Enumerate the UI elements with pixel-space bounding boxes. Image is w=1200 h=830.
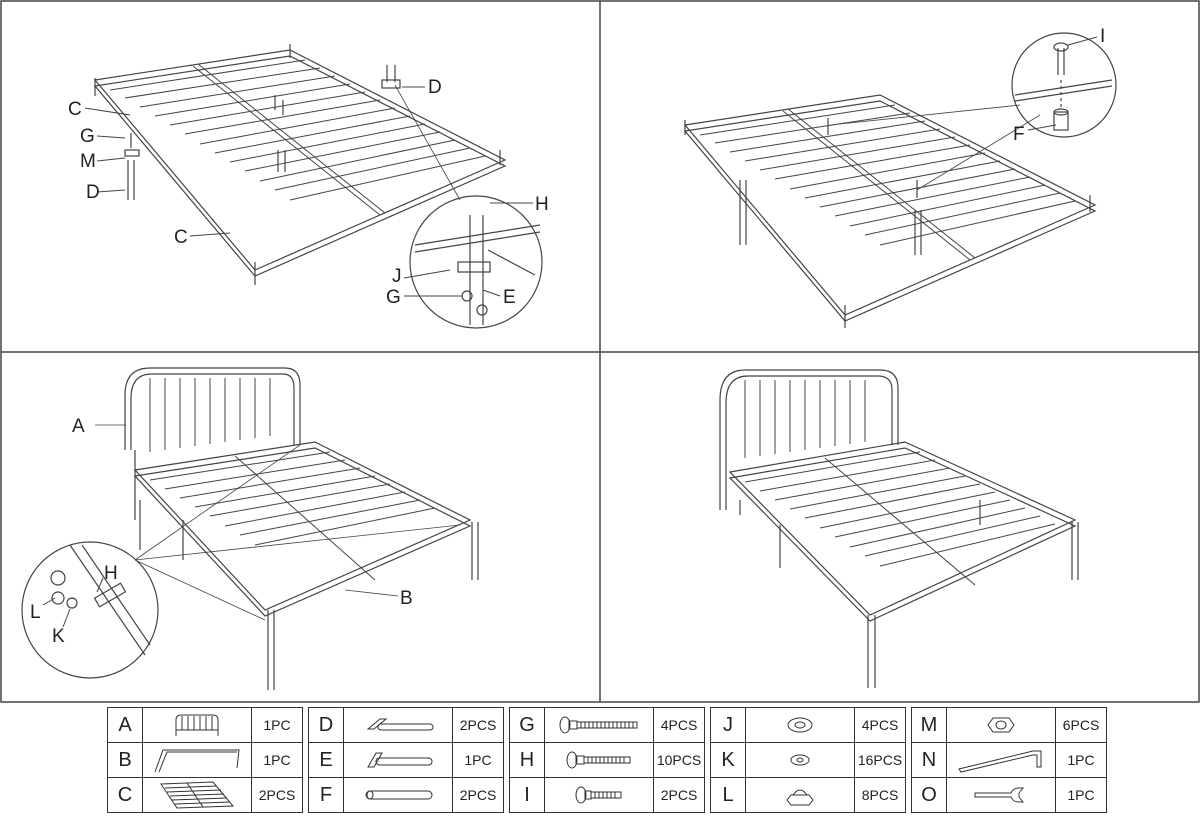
slat-bracket-icon [343, 742, 453, 778]
step1-label-c-top: C [68, 99, 82, 120]
part-letter: J [710, 707, 746, 743]
parts-list-table: A 1PC D 2PCS G 4PCS J 4PCS M 6PCS B [107, 707, 1107, 813]
part-letter: G [509, 707, 545, 743]
step1-label-d-left: D [86, 182, 100, 203]
part-letter: N [911, 742, 947, 778]
part-letter: F [308, 777, 344, 813]
part-letter: A [107, 707, 143, 743]
cap-nut-icon [745, 777, 855, 813]
part-quantity: 6PCS [1055, 707, 1107, 743]
parts-row: A 1PC D 2PCS G 4PCS J 4PCS M 6PCS [107, 707, 1107, 743]
small-washer-icon [745, 742, 855, 778]
step1-label-h: H [535, 194, 549, 215]
step2-label-i: I [1100, 26, 1105, 47]
part-letter: K [710, 742, 746, 778]
parts-row: C 2PCS F 2PCS I 2PCS L 8PCS O 1PC [107, 777, 1107, 813]
long-bolt-icon [544, 707, 654, 743]
slat-frame-icon [142, 777, 252, 813]
step1-detail-circle [409, 195, 543, 329]
flat-washer-icon [745, 707, 855, 743]
part-letter: D [308, 707, 344, 743]
short-bolt-icon [544, 777, 654, 813]
part-letter: B [107, 742, 143, 778]
part-letter: C [107, 777, 143, 813]
medium-bolt-icon [544, 742, 654, 778]
step1-label-m: M [80, 151, 96, 172]
part-letter: L [710, 777, 746, 813]
step2-frame [683, 94, 1097, 328]
support-leg-icon [343, 777, 453, 813]
allen-key-icon [946, 742, 1056, 778]
step1-label-c-bottom: C [174, 227, 188, 248]
part-quantity: 2PCS [251, 777, 303, 813]
part-letter: M [911, 707, 947, 743]
part-quantity: 2PCS [452, 707, 504, 743]
step3-label-b: B [400, 588, 413, 609]
part-quantity: 1PC [251, 742, 303, 778]
wrench-icon [946, 777, 1056, 813]
hex-nut-icon [946, 707, 1056, 743]
step2-detail-circle [1011, 32, 1117, 138]
part-letter: O [911, 777, 947, 813]
part-quantity: 10PCS [653, 742, 705, 778]
part-quantity: 4PCS [653, 707, 705, 743]
part-quantity: 8PCS [854, 777, 906, 813]
step1-label-j: J [392, 266, 402, 287]
part-quantity: 1PC [452, 742, 504, 778]
assembly-diagram: C G M D D C H J G E [0, 0, 1200, 703]
step1-label-d-right: D [428, 77, 442, 98]
part-letter: I [509, 777, 545, 813]
part-quantity: 2PCS [452, 777, 504, 813]
step1-label-g-detail: G [386, 287, 401, 308]
part-quantity: 1PC [251, 707, 303, 743]
part-letter: H [509, 742, 545, 778]
step1-label-e: E [503, 287, 516, 308]
part-quantity: 1PC [1055, 777, 1107, 813]
footboard-icon [142, 742, 252, 778]
part-quantity: 16PCS [854, 742, 906, 778]
part-quantity: 2PCS [653, 777, 705, 813]
step4-assembled-bed [719, 369, 1079, 688]
parts-row: B 1PC E 1PC H 10PCS K 16PCS N 1PC [107, 742, 1107, 778]
step3-label-a: A [72, 416, 85, 437]
step1-label-g: G [80, 126, 95, 147]
part-letter: E [308, 742, 344, 778]
part-quantity: 1PC [1055, 742, 1107, 778]
step3-label-k: K [52, 626, 65, 647]
step2-label-f: F [1013, 124, 1025, 145]
step3-detail-circle [21, 541, 159, 679]
headboard-icon [142, 707, 252, 743]
step3-bed [124, 367, 479, 690]
step1-frame [93, 44, 507, 285]
step3-label-h: H [104, 563, 118, 584]
side-rail-bracket-icon [343, 707, 453, 743]
part-quantity: 4PCS [854, 707, 906, 743]
step3-label-l: L [30, 602, 41, 623]
